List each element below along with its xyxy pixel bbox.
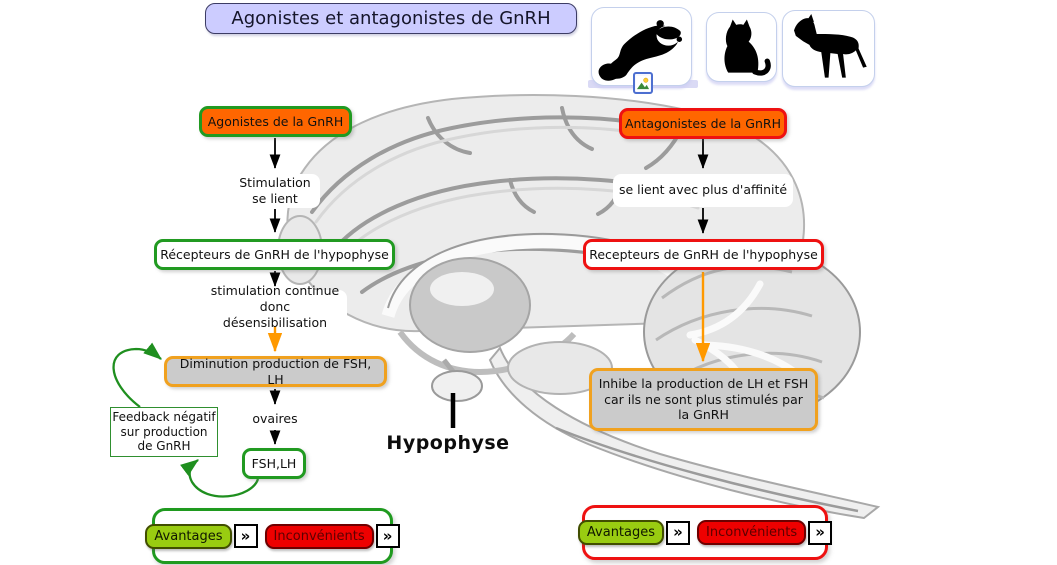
lh-fsh-inhibition-box: Inhibe la production de LH et FSH car il…: [589, 368, 818, 431]
affinity-note: se lient avec plus d'affinité: [613, 174, 793, 207]
dog-icon: [793, 13, 867, 78]
animal-card-cat[interactable]: [706, 12, 777, 82]
chevron-right-icon[interactable]: »: [375, 524, 400, 548]
cat-icon: [723, 19, 771, 76]
page-title: Agonistes et antagonistes de GnRH: [205, 3, 577, 34]
negative-feedback-box: Feedback négatif sur production de GnRH: [110, 407, 218, 457]
chevron-right-icon[interactable]: »: [666, 520, 691, 545]
disadvantages-button-left[interactable]: Inconvénients: [264, 523, 374, 549]
continuous-stimulation-note: stimulation continue donc désensibilisat…: [203, 283, 347, 330]
agonists-box: Agonistes de la GnRH: [199, 106, 352, 137]
ferret-icon: [598, 19, 683, 81]
hypophysis-label: Hypophyse: [386, 431, 510, 454]
agonists-options-panel: Avantages » Inconvénients »: [145, 508, 400, 564]
advantages-button-right[interactable]: Avantages: [577, 520, 665, 545]
disadvantages-group-left: Inconvénients »: [264, 523, 400, 549]
fsh-lh-box: FSH,LH: [242, 448, 306, 479]
animal-card-dog[interactable]: [782, 10, 875, 87]
chevron-right-icon[interactable]: »: [808, 520, 833, 545]
disadvantages-button-right[interactable]: Inconvénients: [697, 520, 807, 545]
fsh-lh-decrease-box: Diminution production de FSH, LH: [164, 356, 387, 387]
antagonists-options-panel: Avantages » Inconvénients »: [577, 505, 833, 560]
image-placeholder-icon: [633, 72, 653, 94]
antagonists-box: Antagonistes de la GnRH: [619, 108, 787, 139]
advantages-group-left: Avantages »: [145, 523, 258, 549]
disadvantages-group-right: Inconvénients »: [697, 520, 833, 545]
stimulation-note: Stimulation se lient: [230, 174, 320, 208]
advantages-button-left[interactable]: Avantages: [145, 523, 232, 549]
gnrh-receptors-left-box: Récepteurs de GnRH de l'hypophyse: [154, 239, 395, 270]
advantages-group-right: Avantages »: [577, 520, 691, 545]
ovaries-note: ovaires: [246, 409, 304, 429]
gnrh-receptors-right-box: Recepteurs de GnRH de l'hypophyse: [583, 239, 824, 270]
chevron-right-icon[interactable]: »: [233, 524, 258, 548]
